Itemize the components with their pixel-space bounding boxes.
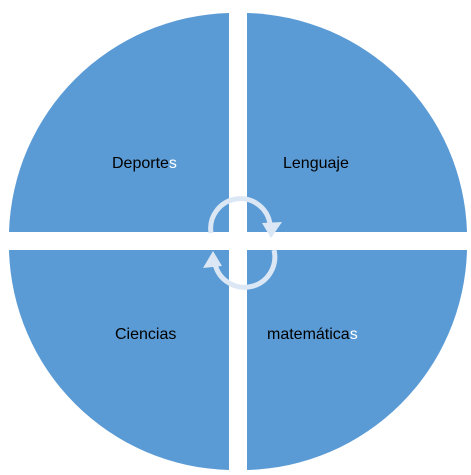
circular-arrows-heads (203, 222, 282, 268)
quadrant-bottom-left (9, 250, 229, 470)
label-main: Ciencias (115, 326, 176, 343)
label-tail: s (169, 155, 177, 172)
label-main: Deporte (112, 155, 169, 172)
quadrant-label-lenguaje: Lenguaje (283, 155, 349, 172)
quadrant-label-matematicas: matemáticas (267, 326, 358, 343)
label-main: matemática (267, 326, 350, 343)
circular-arrows-icon (208, 196, 278, 290)
quadrant-top-right (247, 13, 467, 232)
label-tail: s (350, 326, 358, 343)
label-main: Lenguaje (283, 155, 349, 172)
quadrant-top-left (9, 13, 229, 232)
quadrant-bottom-right (247, 250, 467, 470)
quadrant-label-deportes: Deportes (112, 155, 177, 172)
quadrant-label-ciencias: Ciencias (115, 326, 176, 343)
